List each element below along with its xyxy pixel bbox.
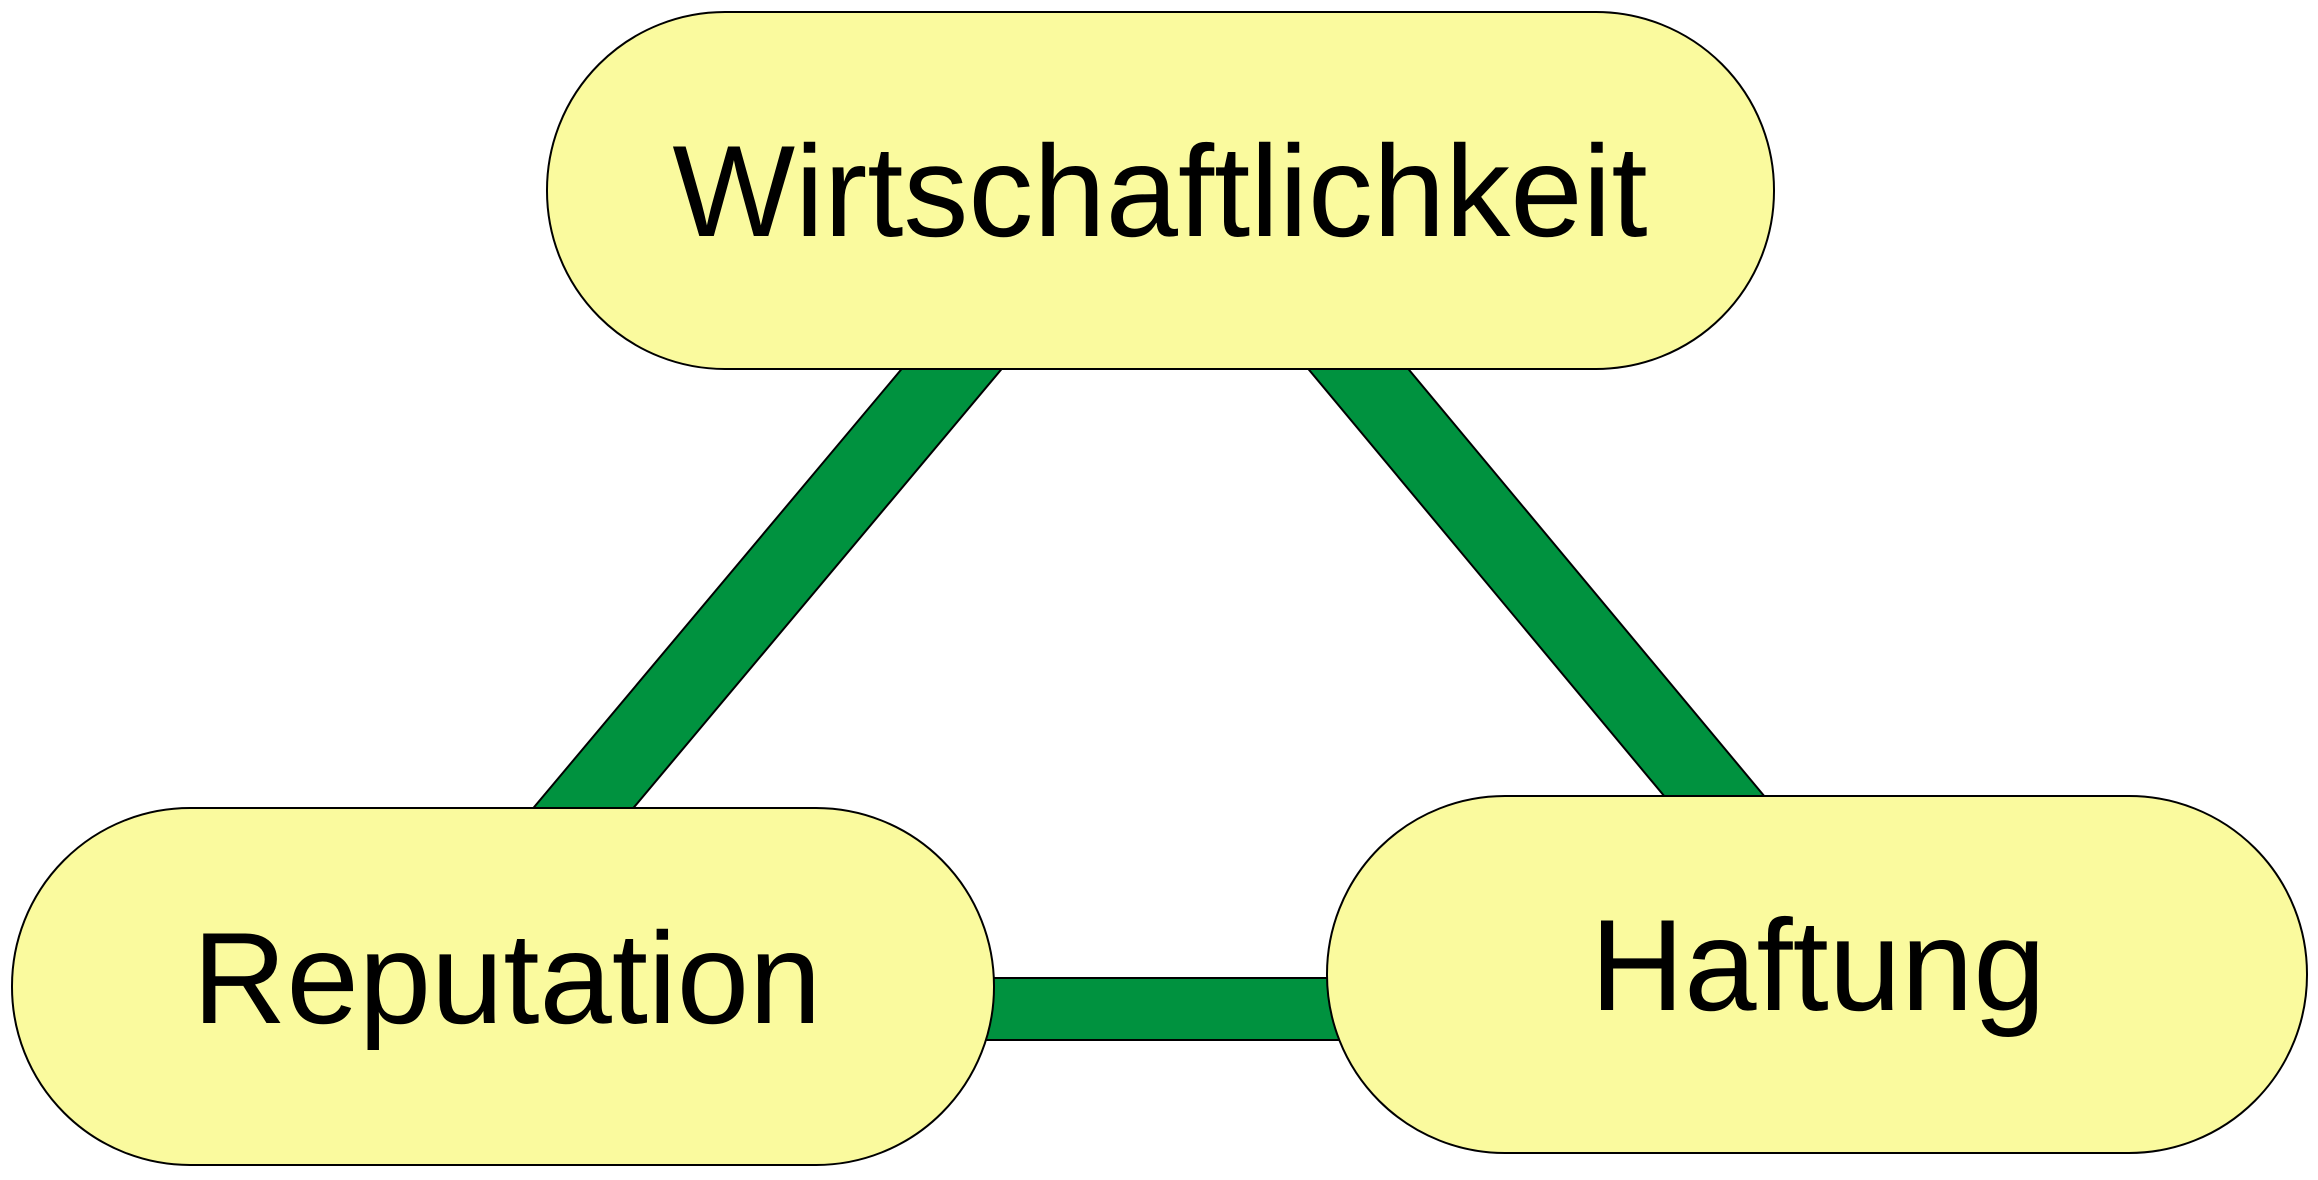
node-left: Reputation [11, 807, 995, 1166]
node-top: Wirtschaftlichkeit [546, 11, 1775, 370]
node-right: Haftung [1326, 795, 2308, 1154]
node-left-shape [11, 807, 995, 1166]
node-right-shape [1326, 795, 2308, 1154]
connector-bottom [984, 977, 1351, 1041]
node-right-label: Haftung [1590, 892, 2045, 1038]
node-top-label: Wirtschaftlichkeit [672, 118, 1647, 264]
node-top-shape [546, 11, 1775, 370]
node-left-label: Reputation [193, 905, 822, 1051]
